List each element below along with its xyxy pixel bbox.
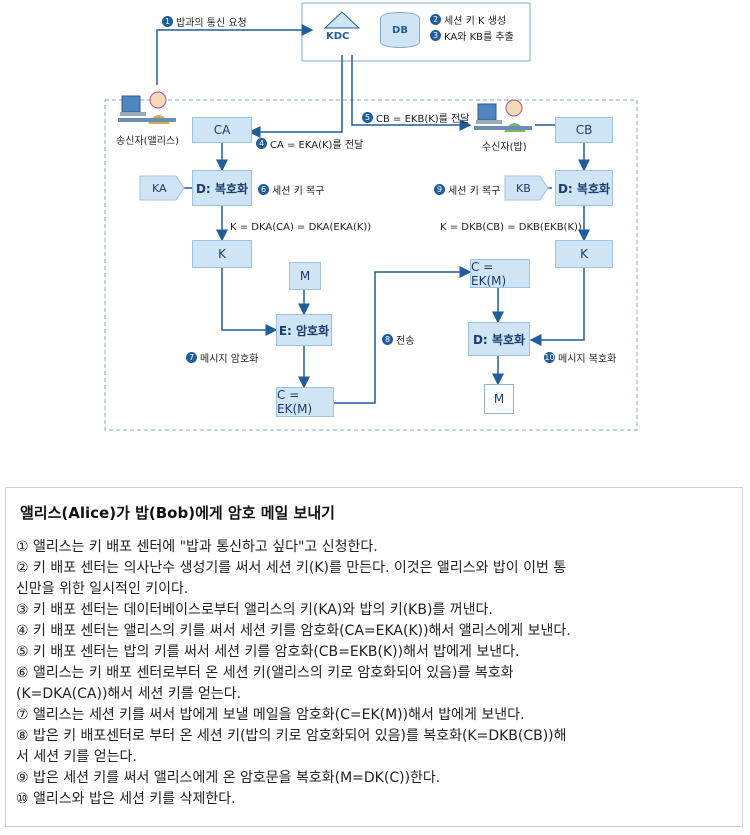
cb-box: CB — [555, 117, 613, 143]
ciphertext-box-alice: C = EK(M) — [276, 387, 334, 417]
step-number: 1 — [162, 16, 173, 27]
explanation-line: 서 세션 키를 얻는다. — [16, 749, 137, 765]
explanation-line: ③ 키 배포 센터는 데이터베이스로부터 앨리스의 키(KA)와 밥의 키(KB… — [16, 602, 493, 618]
db-label: DB — [392, 24, 408, 36]
step-number: 9 — [434, 184, 445, 195]
explanation-line: ⑥ 앨리스는 키 배포 센터로부터 온 세션 키(앨리스의 키로 암호화되어 있… — [16, 665, 514, 681]
explanation-panel: 앨리스(Alice)가 밥(Bob)에게 암호 메일 보내기 ① 앨리스는 키 … — [5, 487, 743, 827]
decrypt-box-bob: D: 복호화 — [555, 170, 613, 206]
k-box-alice: K — [192, 240, 252, 268]
explanation-line: ④ 키 배포 센터는 앨리스의 키를 써서 세션 키를 암호화(CA=EKA(K… — [16, 623, 571, 639]
explanation-line: (K=DKA(CA))해서 세션 키를 얻는다. — [16, 686, 242, 702]
ciphertext-box-bob: C = EK(M) — [470, 259, 530, 288]
m-box-alice: M — [289, 262, 321, 290]
explanation-title: 앨리스(Alice)가 밥(Bob)에게 암호 메일 보내기 — [20, 504, 335, 522]
step-number: 10 — [544, 352, 555, 363]
formula-alice: K = DKA(CA) = DKA(EKA(K)) — [230, 222, 372, 233]
step-number: 2 — [430, 14, 441, 25]
explanation-line: ⑤ 키 배포 센터는 밥의 키를 써서 세션 키를 암호화(CB=EKB(K))… — [16, 644, 520, 660]
explanation-line: ⑧ 밥은 키 배포센터로 부터 온 세션 키(밥의 키로 암호화되어 있음)를 … — [16, 728, 567, 744]
bob-person-icon — [474, 96, 534, 136]
formula-bob: K = DKB(CB) = DKB(EKB(K)) — [440, 222, 582, 233]
alice-label: 송신자(앨리스) — [116, 136, 180, 147]
explanation-line: ② 키 배포 센터는 의사난수 생성기를 써서 세션 키(K)를 만든다. 이것… — [16, 560, 567, 576]
explanation-line: ⑦ 앨리스는 세션 키를 써서 밥에게 보낼 메일을 암호화(C=EK(M))해… — [16, 707, 525, 723]
ka-key-label: KA — [152, 182, 167, 195]
decrypt-box-alice: D: 복호화 — [192, 170, 252, 206]
step-number: 8 — [382, 334, 393, 345]
explanation-line: ⑨ 밥은 세션 키를 써서 앨리스에게 온 암호문을 복호화(M=DK(C))한… — [16, 770, 441, 786]
database-icon: DB — [380, 12, 420, 48]
kb-key-label: KB — [516, 182, 531, 195]
explanation-line: 신만을 위한 일시적인 키이다. — [16, 581, 189, 597]
ca-box: CA — [192, 117, 252, 143]
explanation-line: ① 앨리스는 키 배포 센터에 "밥과 통신하고 싶다"고 신청한다. — [16, 539, 378, 555]
kdc-label: KDC — [326, 31, 350, 42]
step-number: 5 — [362, 112, 373, 123]
step-number: 3 — [430, 30, 441, 41]
step-number: 7 — [186, 352, 197, 363]
m-box-bob: M — [484, 384, 514, 414]
bob-label: 수신자(밥) — [482, 142, 527, 153]
explanation-list: ① 앨리스는 키 배포 센터에 "밥과 통신하고 싶다"고 신청한다. ② 키 … — [16, 537, 732, 810]
step-number: 6 — [258, 184, 269, 195]
encrypt-box: E: 암호화 — [276, 314, 332, 346]
k-box-bob: K — [555, 240, 613, 268]
diagram-connectors — [104, 2, 638, 431]
explanation-line: ⑩ 앨리스와 밥은 세션 키를 삭제한다. — [16, 791, 236, 807]
decrypt-message-box: D: 복호화 — [468, 322, 530, 356]
step-number: 4 — [256, 138, 267, 149]
alice-person-icon — [118, 88, 178, 128]
